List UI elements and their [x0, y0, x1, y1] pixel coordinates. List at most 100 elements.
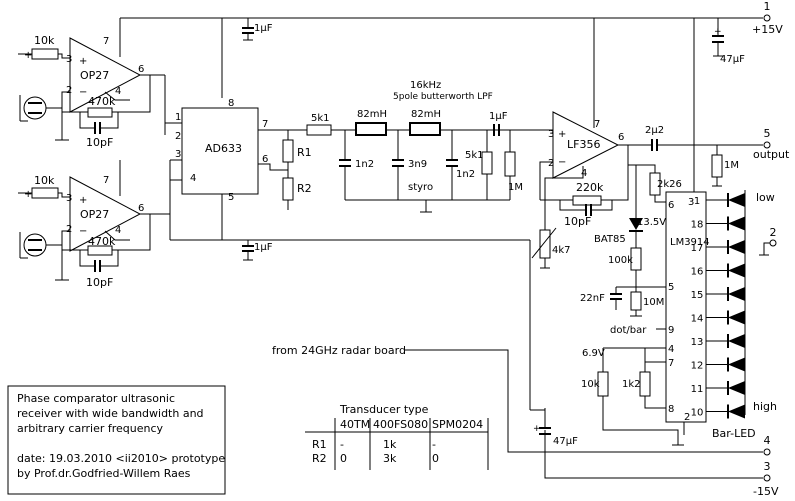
r-2k26-label: 2k26 [657, 179, 682, 190]
decoupling-cap-bottom: 1µF [242, 240, 273, 261]
lpf-cap-3-label: 1n2 [456, 169, 475, 180]
zener-v-label: 13.5V [637, 217, 666, 228]
radar-note: from 24GHz radar board [272, 344, 406, 357]
r1-r2-divider: R1 R2 [258, 129, 312, 210]
svg-text:+: + [79, 195, 87, 206]
led-pin-label: 12 [691, 361, 704, 372]
table-cell: - [340, 438, 344, 451]
led-pin-label: 1 [694, 196, 700, 207]
svg-text:6: 6 [262, 154, 268, 165]
decouple-top-label: 1µF [254, 23, 273, 34]
buffer-name: LF356 [567, 138, 600, 151]
svg-text:6: 6 [138, 64, 144, 75]
led-icon [728, 263, 745, 278]
svg-text:7: 7 [668, 358, 674, 369]
lowpass-filter: 16kHz 5pole butterworth LPF 5k1 82mH 82m… [288, 80, 553, 213]
lpf-subtitle: 5pole butterworth LPF [393, 92, 493, 102]
lpf-cap-2-label: 3n9 [408, 159, 427, 170]
svg-text:8: 8 [668, 404, 674, 415]
led-bar-label: Bar-LED [712, 427, 756, 440]
pot-4k7-label: 4k7 [552, 245, 571, 256]
bulk-cap-top: + 47µF [712, 27, 745, 65]
table-title: Transducer type [339, 403, 429, 416]
svg-text:2: 2 [684, 412, 690, 423]
c-47u-bottom-label: 47µF [553, 436, 578, 447]
output-coupling: 2µ2 5 output 1M [644, 125, 790, 187]
pot-4k7: 4k7 [531, 225, 571, 269]
svg-text:9: 9 [668, 325, 674, 336]
svg-text:8: 8 [228, 98, 234, 109]
table-header-cell: 40TM [340, 418, 370, 431]
mixer-name: AD633 [205, 142, 242, 155]
bargraph-lm3914: LM3914 3 2 6 5 9 4 7 8 11817161514131211… [665, 18, 777, 440]
lpf-cap-1-label: 1n2 [355, 159, 374, 170]
pin-3-label: 3 [764, 460, 771, 473]
svg-text:3: 3 [175, 149, 181, 160]
coupling-cap: 1µF 1M [489, 111, 523, 200]
led-icon [728, 240, 745, 254]
feedback-network-2: 470k 10pF [61, 214, 151, 289]
transducer-mic-2 [19, 230, 70, 281]
opamp1-name: OP27 [80, 69, 109, 82]
high-label: high [753, 400, 777, 413]
lpf-input-r-label: 5k1 [311, 113, 330, 124]
svg-text:4: 4 [190, 173, 196, 184]
c-22nf-label: 22nF [580, 293, 605, 304]
led-pin-label: 10 [691, 408, 704, 419]
reference-network: 6.9V 10k 1k2 [581, 347, 684, 446]
dot-bar-label: dot/bar [610, 325, 647, 336]
pos-supply-label: +15V [752, 23, 783, 36]
svg-text:+: + [24, 189, 32, 200]
r-fb-1-label: 470k [88, 95, 116, 108]
table-cell: R2 [312, 452, 327, 465]
r2-label: R2 [297, 182, 312, 195]
svg-text:2: 2 [66, 224, 72, 235]
table-cell: - [432, 438, 436, 451]
r-100k-label: 100k [608, 255, 633, 266]
table-cell: R1 [312, 438, 327, 451]
svg-text:−: − [79, 87, 87, 98]
lpf-load-r-label: 5k1 [465, 150, 484, 161]
lpf-title: 16kHz [410, 80, 441, 91]
svg-text:4: 4 [581, 168, 587, 179]
pin-2-terminal: 2 [759, 226, 777, 256]
svg-text:3: 3 [688, 197, 694, 208]
info-line: arbitrary carrier frequency [17, 422, 164, 435]
c-47u-top-label: 47µF [720, 54, 745, 65]
lf356-feedback: 220k 10pF [540, 144, 644, 228]
low-label: low [756, 191, 775, 204]
pin-4-label: 4 [764, 434, 771, 447]
svg-text:−: − [558, 157, 566, 168]
opamp2-name: OP27 [80, 208, 109, 221]
r-1k2-label: 1k2 [622, 379, 641, 390]
svg-text:+: + [24, 50, 32, 61]
svg-text:3: 3 [66, 193, 72, 204]
svg-text:2: 2 [66, 85, 72, 96]
led-pin-label: 14 [691, 314, 704, 325]
pin-2-label: 2 [770, 226, 777, 239]
led-pin-label: 18 [691, 220, 704, 231]
lpf-styro-label: styro [408, 182, 433, 193]
decouple-bottom-label: 1µF [254, 242, 273, 253]
svg-text:6: 6 [138, 203, 144, 214]
svg-text:7: 7 [103, 36, 109, 47]
info-line: date: 19.03.2010 <ii2010> prototype [17, 452, 225, 465]
table-cell: 0 [340, 452, 347, 465]
r-1m-out-label: 1M [724, 160, 739, 171]
svg-text:+: + [79, 56, 87, 67]
r-in-2-label: 10k [34, 174, 55, 187]
svg-text:2: 2 [175, 131, 181, 142]
pin-5-label: 5 [764, 127, 771, 140]
led-icon [728, 334, 745, 348]
zener-network: 2k26 13.5V BAT85 100k 22nF 10M dot/bar [580, 164, 682, 336]
neg-supply-label: -15V [753, 485, 779, 498]
r-in-1-label: 10k [34, 34, 55, 47]
pin-3-terminal: 3 -15V [753, 460, 779, 498]
svg-text:5: 5 [668, 282, 674, 293]
table-header-cell: 400FS080 [373, 418, 428, 431]
